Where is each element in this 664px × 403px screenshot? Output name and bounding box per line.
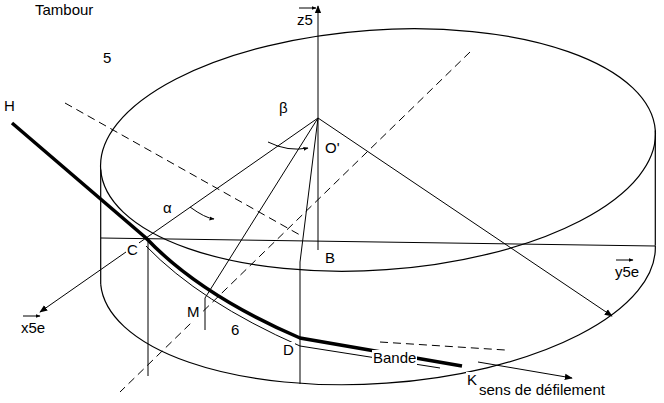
angle-arc xyxy=(190,207,214,219)
z-axis xyxy=(318,6,319,250)
travel-arrow xyxy=(478,362,572,378)
point-name: K xyxy=(466,372,478,389)
point-name: B xyxy=(324,250,336,267)
dashed-line xyxy=(65,103,300,235)
generator-line xyxy=(205,298,206,330)
axis-name: y5e xyxy=(614,264,640,281)
dashed-line xyxy=(120,52,470,392)
x-axis xyxy=(40,118,318,312)
drum-top xyxy=(92,11,663,289)
travel-note: sens de défilement xyxy=(478,382,606,399)
chord-line xyxy=(101,238,655,246)
drum-name: Tambour xyxy=(34,2,94,19)
point-name: M xyxy=(186,304,201,321)
band-name: Bande xyxy=(372,350,417,367)
vector-arrow xyxy=(23,316,40,317)
drum-side xyxy=(655,131,656,246)
point-name: H xyxy=(3,98,16,115)
point-name: D xyxy=(282,342,295,359)
vector-arrow xyxy=(616,260,633,261)
drum-side xyxy=(100,169,101,284)
angle-arc xyxy=(268,142,308,149)
angle-name: β xyxy=(278,100,289,117)
dashed-line xyxy=(380,342,505,350)
part-number: 6 xyxy=(230,322,240,339)
axis-name: z5 xyxy=(296,12,314,29)
drum-bottom xyxy=(101,246,656,385)
generator-line xyxy=(148,242,149,376)
band xyxy=(12,123,462,366)
radius-line xyxy=(300,118,318,262)
part-number: 5 xyxy=(102,50,112,67)
point-name: C xyxy=(126,242,139,259)
y-axis xyxy=(318,118,612,316)
generator-line xyxy=(300,262,301,384)
angle-name: α xyxy=(162,200,173,217)
radius-line xyxy=(205,118,318,298)
band-edge xyxy=(146,246,440,368)
axis-name: x5e xyxy=(20,320,46,337)
vector-arrow xyxy=(299,8,316,9)
point-name: O' xyxy=(324,140,341,157)
